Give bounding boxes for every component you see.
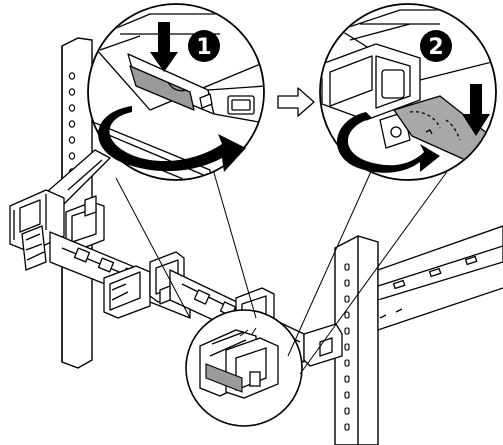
right-rack-post xyxy=(334,235,379,445)
connector-detail-circle xyxy=(185,309,303,427)
step-1-detail: 1 xyxy=(87,3,265,181)
step-2-number: 2 xyxy=(428,35,443,60)
cable-management-arm xyxy=(9,149,343,367)
callout-leader-lines xyxy=(115,139,471,375)
step-1-number: 1 xyxy=(196,35,211,60)
arrow-down-icon xyxy=(462,84,490,136)
arrow-down-icon xyxy=(150,22,178,72)
rotate-arrow-icon xyxy=(98,106,247,172)
arrow-right-icon xyxy=(277,87,315,117)
step-1-badge: 1 xyxy=(188,30,220,62)
step-2-detail: 2 xyxy=(319,3,497,181)
server-rail xyxy=(377,225,503,331)
step-2-badge: 2 xyxy=(420,30,452,62)
